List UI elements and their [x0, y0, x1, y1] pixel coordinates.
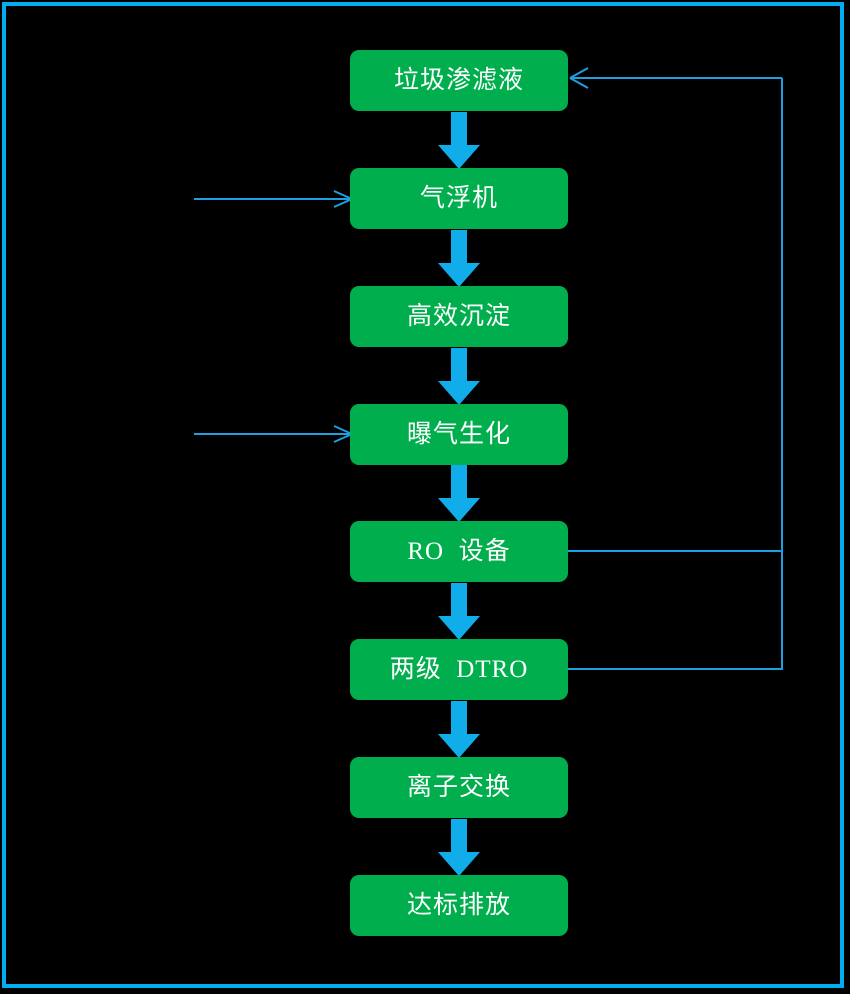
arrow-dtro-ionexchange: [438, 701, 480, 758]
node-aeration[interactable]: 曝气生化: [350, 404, 568, 465]
return-dtro-to-leachate: [568, 78, 783, 670]
arrow-ro-dtro: [438, 583, 480, 640]
node-settling[interactable]: 高效沉淀: [350, 286, 568, 347]
feed-into-aeration: [194, 424, 354, 444]
arrow-flotation-settling: [438, 230, 480, 287]
node-dtro-label: 两级 DTRO: [389, 656, 529, 683]
node-ro[interactable]: RO 设备: [350, 521, 568, 582]
node-dtro[interactable]: 两级 DTRO: [350, 639, 568, 700]
node-ionexchange[interactable]: 离子交换: [350, 757, 568, 818]
arrow-ionexchange-discharge: [438, 819, 480, 876]
node-flotation-label: 气浮机: [419, 185, 498, 212]
arrow-aeration-ro: [438, 465, 480, 522]
node-discharge-label: 达标排放: [406, 892, 511, 919]
node-discharge[interactable]: 达标排放: [350, 875, 568, 936]
feed-into-flotation: [194, 189, 354, 209]
node-leachate-label: 垃圾渗滤液: [393, 67, 524, 94]
node-ro-label: RO 设备: [407, 538, 511, 565]
arrow-settling-aeration: [438, 348, 480, 405]
return-arrowhead-leachate: [569, 67, 782, 89]
node-aeration-label: 曝气生化: [406, 421, 511, 448]
node-leachate[interactable]: 垃圾渗滤液: [350, 50, 568, 111]
node-flotation[interactable]: 气浮机: [350, 168, 568, 229]
node-settling-label: 高效沉淀: [406, 303, 511, 330]
return-line-group: [560, 60, 800, 685]
node-ionexchange-label: 离子交换: [406, 774, 511, 801]
arrow-leachate-flotation: [438, 112, 480, 169]
